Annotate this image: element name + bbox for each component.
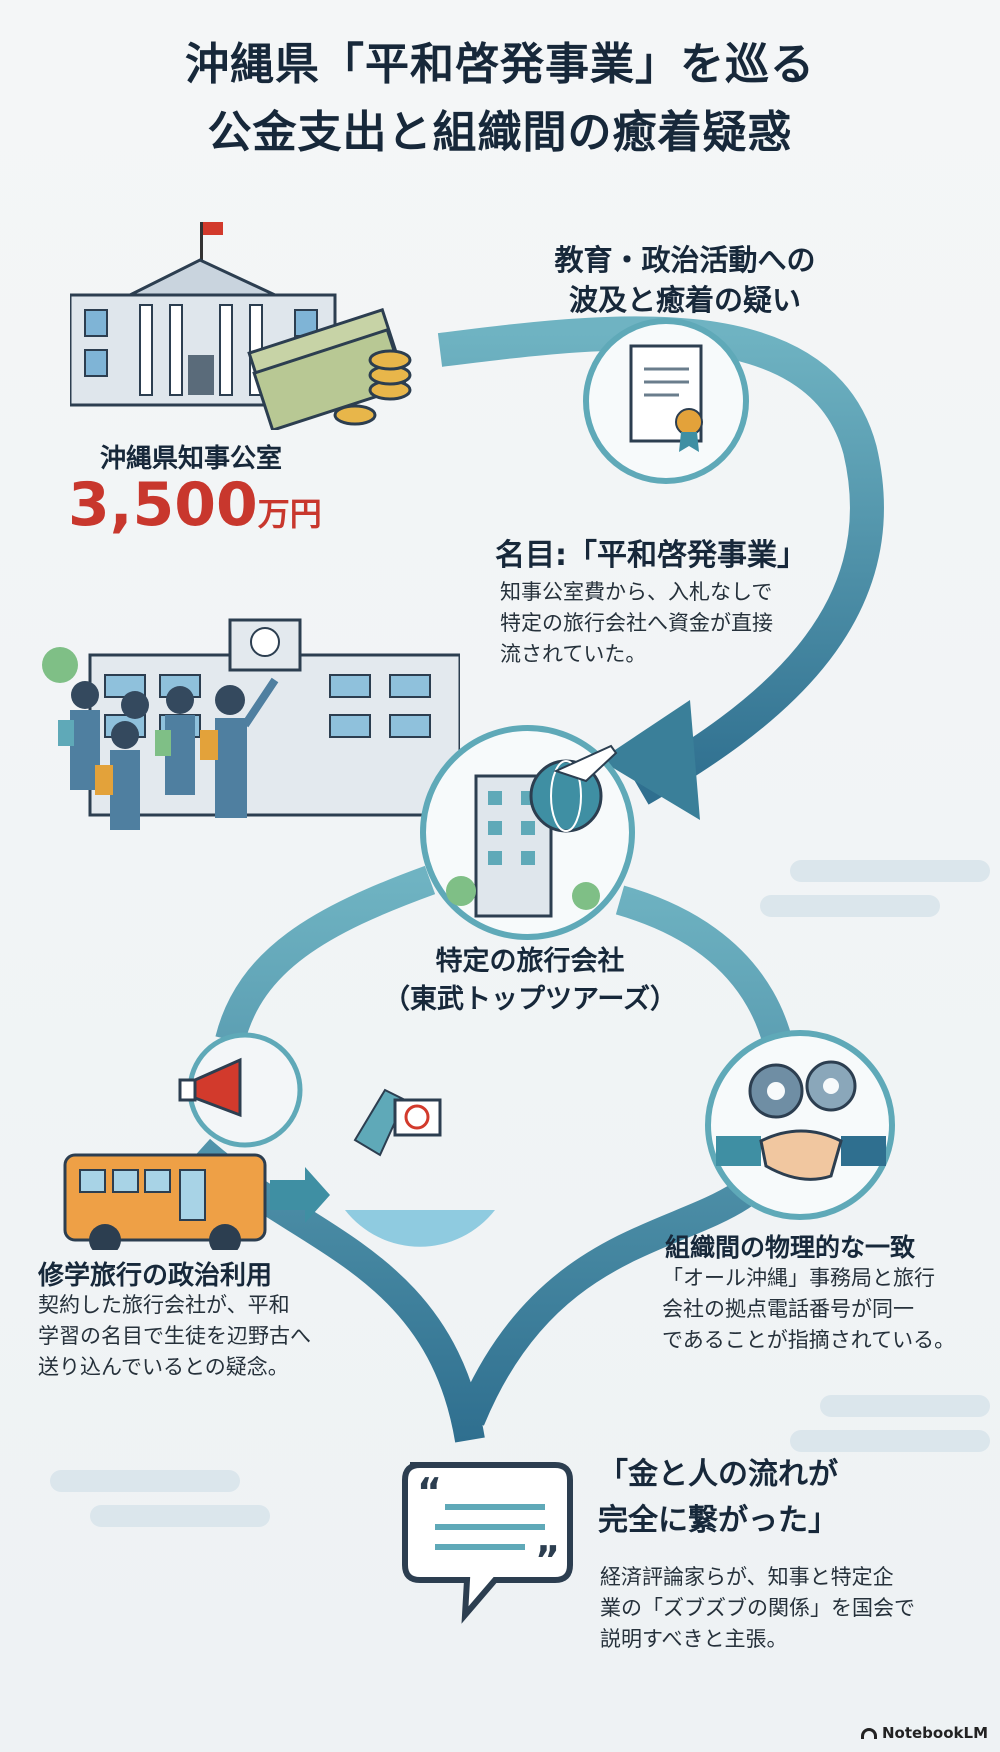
quote-body-line: 経済評論家らが、知事と特定企 — [600, 1565, 894, 1589]
svg-text:“: “ — [417, 1470, 442, 1514]
quote-body-line: 業の「ズブズブの関係」を国会で — [600, 1596, 915, 1620]
pretext-line: 流されていた。 — [500, 642, 647, 666]
bus-megaphone-okinawa-icon — [63, 1032, 495, 1250]
amount-value: 3,500 — [68, 470, 258, 540]
school-trip-line: 学習の名目で生徒を辺野古へ — [38, 1324, 311, 1348]
pretext-line: 知事公室費から、入札なしで — [500, 580, 773, 604]
company-line-2: （東武トップツアーズ） — [382, 984, 678, 1015]
organization-line: 会社の拠点電話番号が同一 — [662, 1297, 914, 1321]
gears-handshake-icon — [716, 1060, 886, 1181]
pretext-line: 特定の旅行会社へ資金が直接 — [500, 611, 773, 635]
government-building-money-icon — [70, 222, 412, 430]
speech-bubble-quote-icon: “ ” — [402, 1462, 573, 1624]
notebooklm-watermark: NotebookLM — [860, 1724, 988, 1742]
document-certificate-icon — [629, 344, 703, 452]
source-amount: 3,500万円 — [68, 470, 322, 540]
quote-line-2: 完全に繋がった」 — [598, 1503, 838, 1538]
pretext-body: 知事公室費から、入札なしで 特定の旅行会社へ資金が直接 流されていた。 — [500, 577, 773, 670]
quote-body: 経済評論家らが、知事と特定企 業の「ズブズブの関係」を国会で 説明すべきと主張。 — [600, 1562, 915, 1655]
organization-heading: 組織間の物理的な一致 — [665, 1233, 916, 1262]
quote-body-line: 説明すべきと主張。 — [600, 1627, 788, 1651]
handshake-circle — [705, 1030, 895, 1220]
organization-line: であることが指摘されている。 — [662, 1328, 956, 1352]
pretext-heading: 名目:「平和啓発事業」 — [495, 538, 807, 573]
quote-line-1: 「金と人の流れが — [598, 1457, 838, 1492]
spread-line-1: 教育・政治活動への — [554, 243, 816, 277]
school-trip-body: 契約した旅行会社が、平和 学習の名目で生徒を辺野古へ 送り込んでいるとの疑念。 — [38, 1290, 311, 1383]
title-line-1: 沖縄県「平和啓発事業」を巡る — [185, 39, 815, 90]
travel-company-circle — [420, 725, 635, 940]
office-globe-plane-icon — [446, 744, 618, 918]
spread-line-2: 波及と癒着の疑い — [568, 283, 801, 317]
spread-heading: 教育・政治活動への 波及と癒着の疑い — [520, 240, 850, 320]
company-label: 特定の旅行会社 （東武トップツアーズ） — [380, 943, 680, 1019]
svg-text:”: ” — [535, 1538, 560, 1582]
school-trip-heading: 修学旅行の政治利用 — [38, 1261, 273, 1291]
organization-body: 「オール沖縄」事務局と旅行 会社の拠点電話番号が同一 であることが指摘されている… — [662, 1263, 955, 1356]
amount-unit: 万円 — [257, 495, 322, 533]
school-trip-line: 送り込んでいるとの疑念。 — [38, 1355, 289, 1379]
quote-heading: 「金と人の流れが 完全に繋がった」 — [598, 1452, 838, 1544]
source-label: 沖縄県知事公室 — [100, 444, 283, 474]
brand-label: NotebookLM — [881, 1724, 988, 1742]
organization-line: 「オール沖縄」事務局と旅行 — [662, 1266, 935, 1290]
company-line-1: 特定の旅行会社 — [435, 946, 625, 977]
notebooklm-logo-icon — [860, 1727, 877, 1739]
title-line-2: 公金支出と組織間の癒着疑惑 — [207, 107, 793, 158]
school-students-icon — [42, 618, 460, 830]
school-trip-line: 契約した旅行会社が、平和 — [38, 1293, 290, 1317]
certificate-circle — [583, 318, 749, 484]
